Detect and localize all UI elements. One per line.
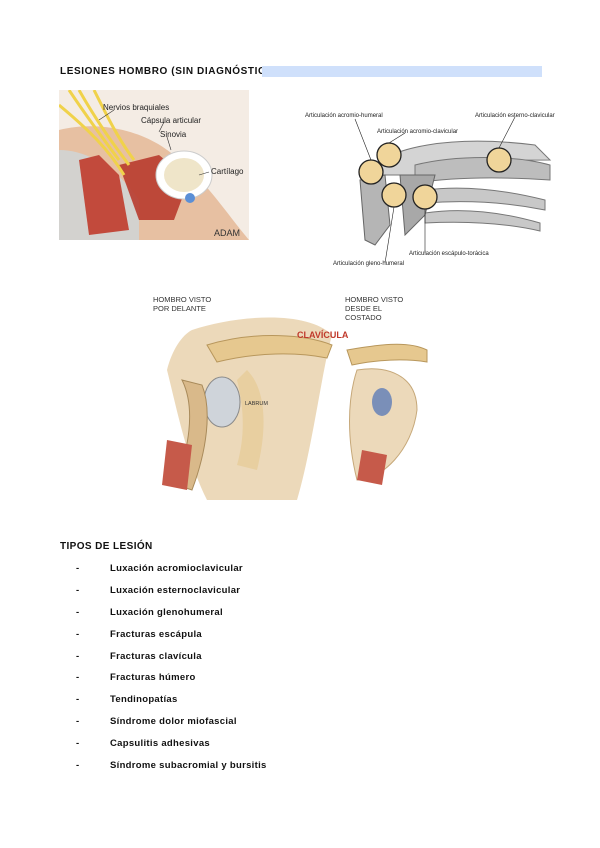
title-highlight-bar <box>262 66 542 77</box>
side-view-title-line3: COSTADO <box>345 313 382 322</box>
shoulder-joints-image: Articulación acromio-humeral Articulació… <box>305 105 560 270</box>
page-title: LESIONES HOMBRO (SIN DIAGNÓSTICO) <box>60 66 278 77</box>
labrum-label: LABRUM <box>245 401 268 407</box>
lesion-types-heading: TIPOS DE LESIÓN <box>60 541 153 552</box>
list-item: -Síndrome dolor miofascial <box>60 711 267 733</box>
label-gleno-humeral: Articulación gleno-humeral <box>333 261 404 267</box>
list-item: -Luxación glenohumeral <box>60 602 267 624</box>
list-item: -Luxación acromioclavicular <box>60 558 267 580</box>
shoulder-anatomy-image: Nervios braquiales Cápsula articular Sin… <box>59 90 249 240</box>
side-view-title-line2: DESDE EL <box>345 304 382 313</box>
label-cartilago: Cartílago <box>211 167 244 176</box>
list-item: -Luxación esternoclavicular <box>60 580 267 602</box>
clavicle-label: CLAVÍCULA <box>297 330 349 340</box>
label-nervios: Nervios braquiales <box>103 103 169 112</box>
list-item: -Síndrome subacromial y bursitis <box>60 754 267 776</box>
list-item: -Fracturas húmero <box>60 667 267 689</box>
shoulder-views-image: HOMBRO VISTO POR DELANTE HOMBRO VISTO DE… <box>147 290 452 505</box>
label-acromio-clavicular: Articulación acromio-clavicular <box>377 129 458 135</box>
adam-logo: ADAM <box>214 228 240 238</box>
label-sinovia: Sinovia <box>160 130 187 139</box>
front-view-title-line2: POR DELANTE <box>153 304 206 313</box>
label-esterno-clavicular: Articulación esterno-clavicular <box>475 113 555 119</box>
list-item: -Tendinopatías <box>60 689 267 711</box>
label-acromio-humeral: Articulación acromio-humeral <box>305 113 383 119</box>
list-item: -Fracturas escápula <box>60 623 267 645</box>
front-view-title-line1: HOMBRO VISTO <box>153 295 211 304</box>
lesion-list: -Luxación acromioclavicular -Luxación es… <box>60 558 267 776</box>
list-item: -Capsulitis adhesivas <box>60 732 267 754</box>
label-capsula: Cápsula articular <box>141 116 201 125</box>
side-view-title-line1: HOMBRO VISTO <box>345 295 403 304</box>
label-escapulo-toracica: Articulación escápulo-torácica <box>409 251 489 257</box>
list-item: -Fracturas clavícula <box>60 645 267 667</box>
